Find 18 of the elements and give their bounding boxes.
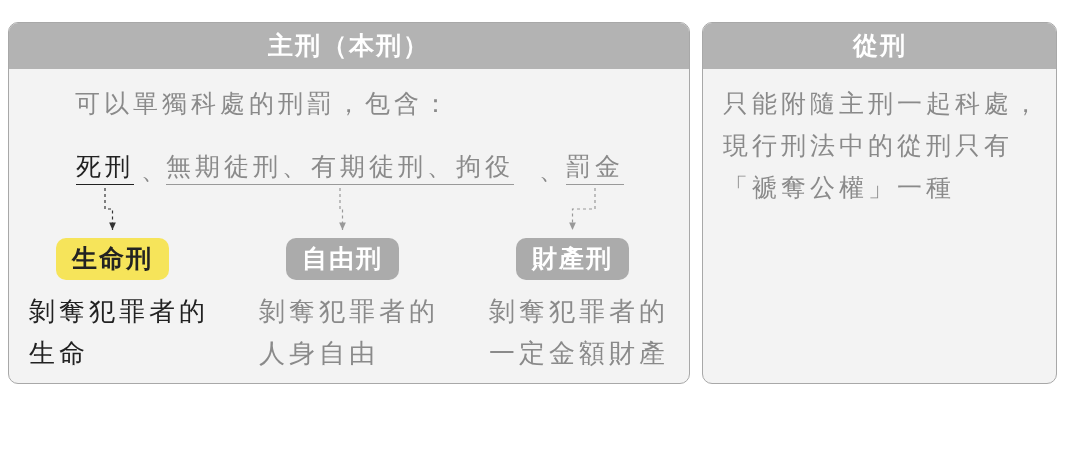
- arrow: [339, 187, 346, 231]
- category-label: 財產刑: [516, 238, 629, 280]
- body-text: 只能附隨主刑一起科處，現行刑法中的從刑只有「褫奪公權」一種: [723, 88, 1043, 204]
- category-label: 生命刑: [56, 238, 169, 280]
- panel-heading: 從刑: [703, 23, 1056, 69]
- panel: [702, 22, 1057, 384]
- description-text: 剝奪犯罪者的一定金額財產: [489, 295, 670, 370]
- description-text: 剝奪犯罪者的生命: [29, 295, 210, 370]
- category-label: 自由刑: [286, 238, 399, 280]
- panel: [8, 22, 690, 384]
- arrow: [569, 187, 596, 231]
- panel-heading: 主刑（本刑）: [9, 23, 689, 69]
- arrow: [104, 187, 116, 231]
- term-text: 罰金: [566, 150, 624, 185]
- separator-mark: 、: [539, 156, 568, 187]
- body-text: 可以單獨科處的刑罰，包含：: [75, 88, 452, 120]
- term-text: 死刑: [76, 150, 134, 185]
- description-text: 剝奪犯罪者的人身自由: [259, 295, 440, 370]
